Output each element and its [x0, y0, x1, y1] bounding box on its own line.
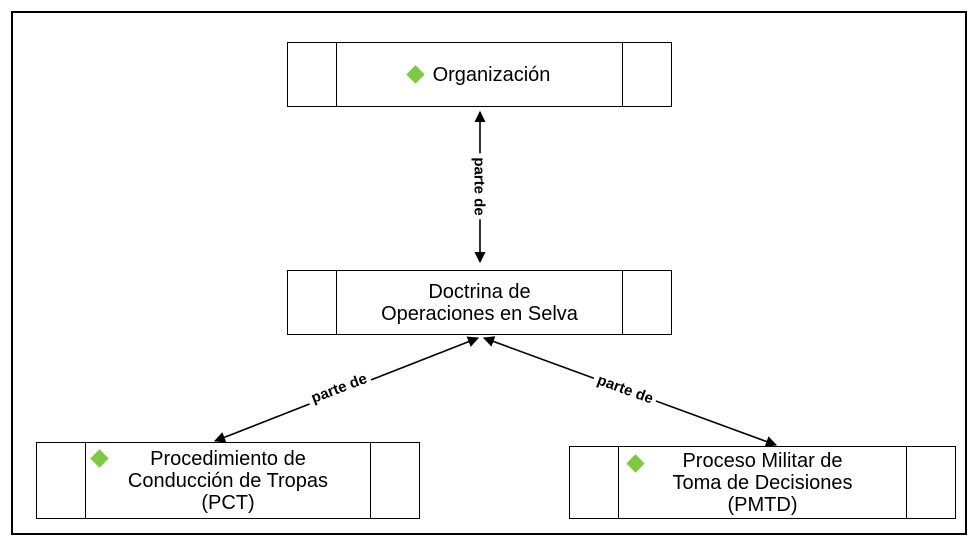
node-label-line2: Operaciones en Selva — [381, 302, 578, 325]
node-label-line1: Procedimiento de — [150, 447, 306, 470]
node-label-line1: Doctrina de — [428, 280, 531, 303]
node-pmtd: Proceso Militar de Toma de Decisiones (P… — [569, 446, 956, 519]
node-label-line3: (PCT) — [201, 491, 255, 514]
node-right-band — [370, 443, 419, 518]
green-diamond-icon — [405, 65, 425, 84]
node-right-band — [622, 271, 671, 334]
node-left-band — [37, 443, 86, 518]
node-label-line3: (PMTD) — [727, 493, 798, 516]
node-left-band — [288, 43, 337, 106]
node-organizacion: Organización — [287, 42, 672, 107]
node-label-line2: Conducción de Tropas — [127, 469, 329, 492]
edge-label-doctrina-organizacion: parte de — [470, 153, 488, 220]
node-doctrina: Doctrina de Operaciones en Selva — [287, 270, 672, 335]
node-pct: Procedimiento de Conducción de Tropas (P… — [36, 442, 420, 519]
node-right-band — [622, 43, 671, 106]
diagram-frame — [11, 11, 967, 535]
node-left-band — [570, 447, 619, 518]
node-label-line2: Toma de Decisiones — [672, 471, 853, 494]
node-left-band — [288, 271, 337, 334]
node-right-band — [906, 447, 955, 518]
node-label: Organización — [432, 63, 551, 86]
node-label-line1: Proceso Militar de — [682, 449, 843, 472]
